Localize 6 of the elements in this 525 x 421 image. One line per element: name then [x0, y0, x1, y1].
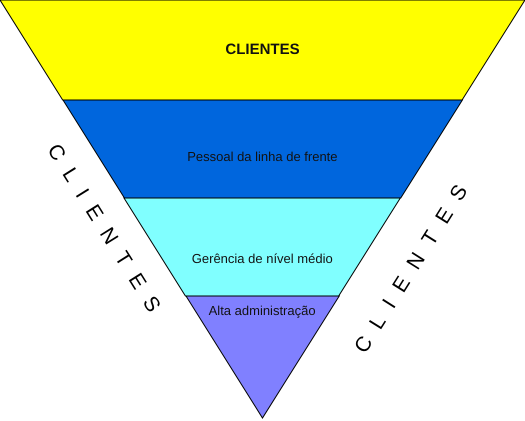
pyramid-tier — [186, 296, 339, 418]
tier-label: Alta administração — [208, 303, 317, 318]
tier-label: Gerência de nível médio — [190, 251, 334, 266]
tier-label: CLIENTES — [224, 41, 301, 58]
tier-label: Pessoal da linha de frente — [186, 149, 339, 164]
pyramid-tier — [0, 0, 525, 100]
